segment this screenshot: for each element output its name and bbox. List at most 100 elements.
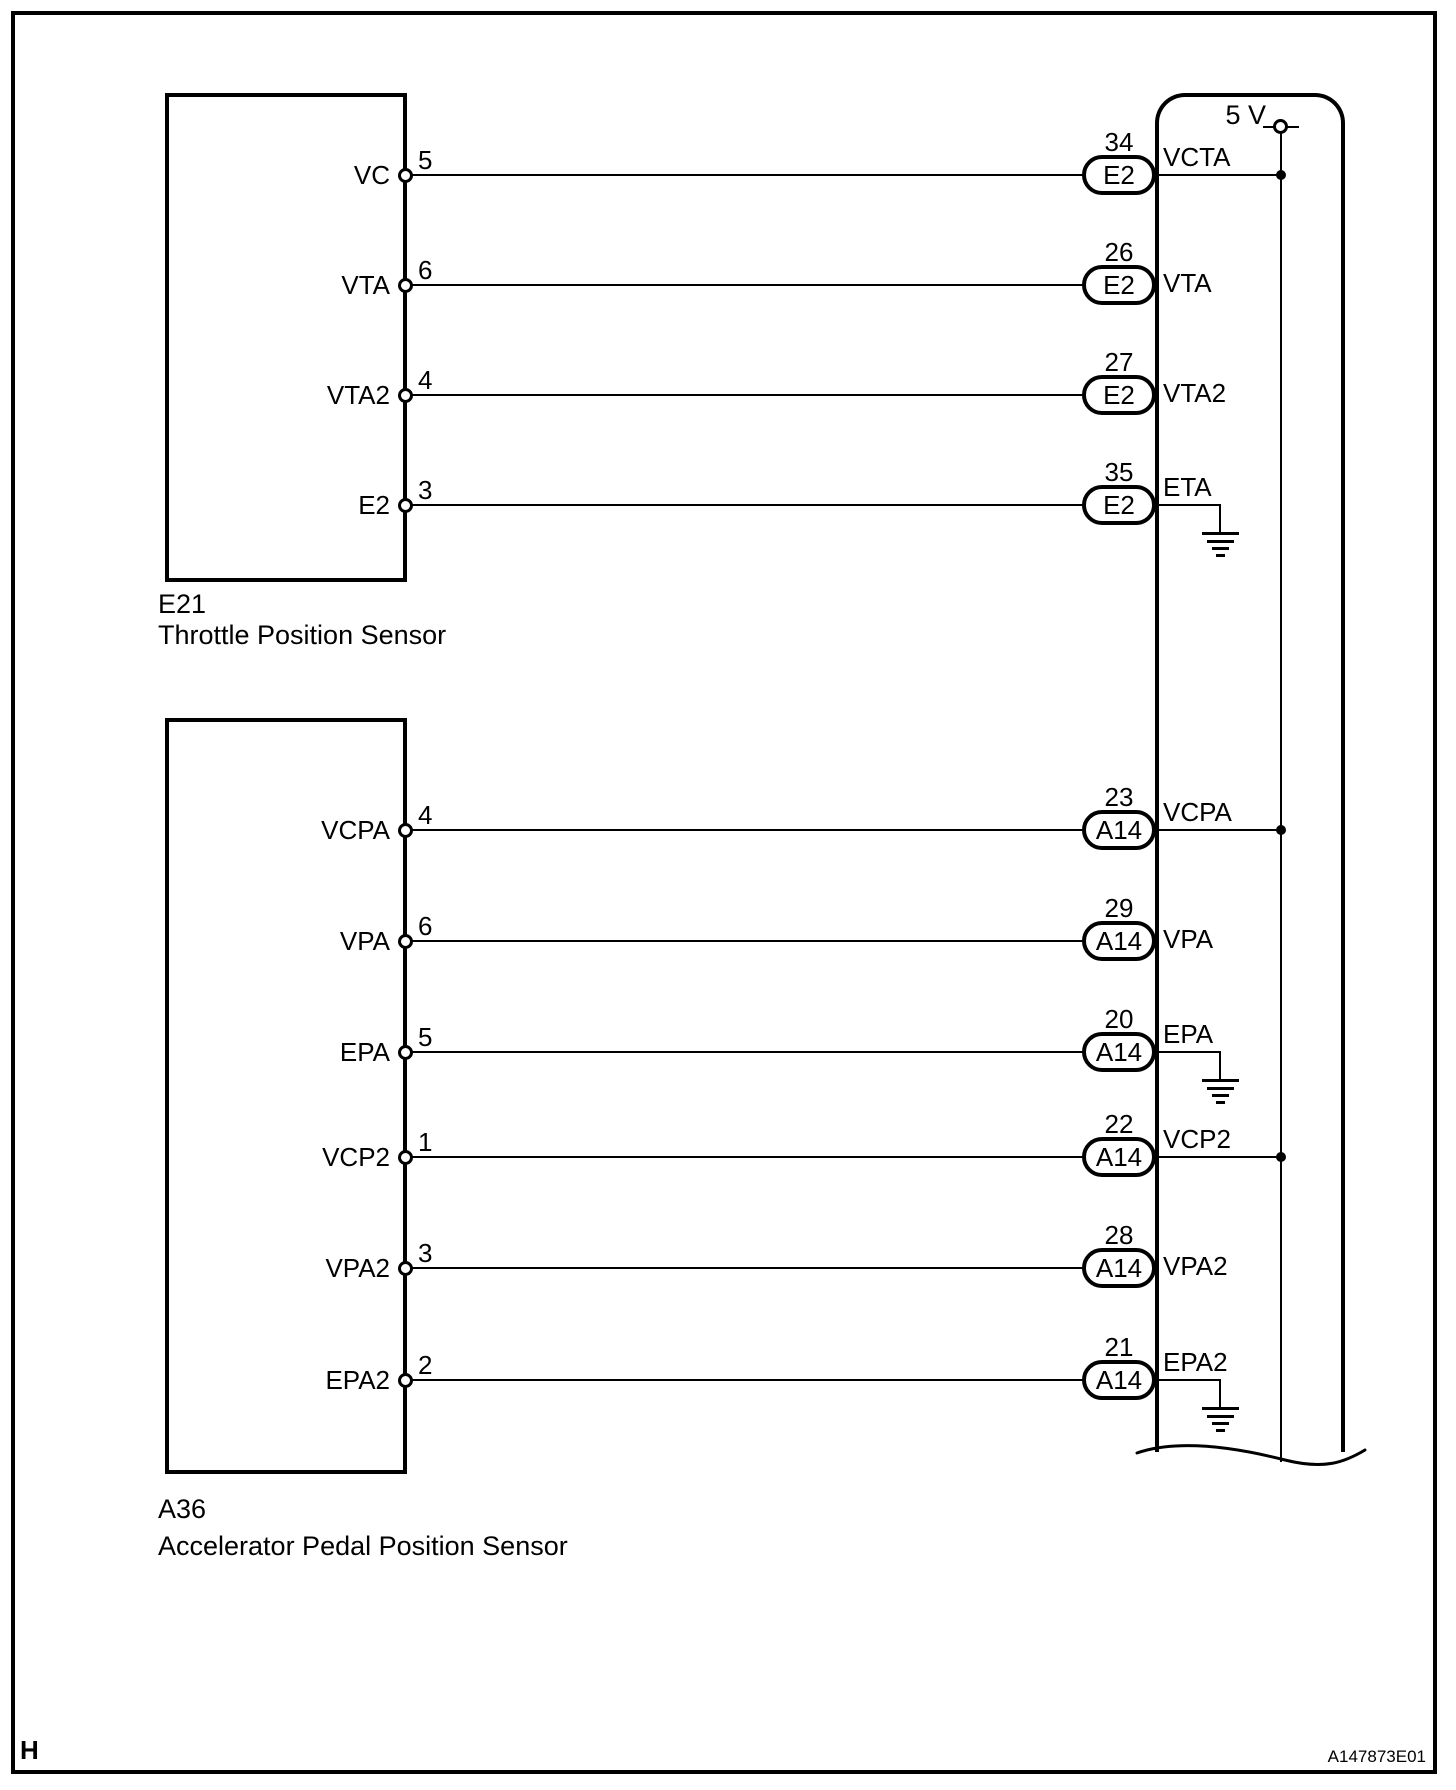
ecm-to-rail-wire	[1157, 174, 1281, 176]
ecm-box	[1155, 93, 1345, 1452]
ecm-connector-pill: A14	[1082, 1248, 1156, 1288]
ecm-signal-label: VPA	[1163, 924, 1214, 954]
sensor-pin-wire	[405, 1267, 1123, 1269]
ecm-pin-number: 23	[1104, 782, 1134, 812]
sensor-pin-label: EPA2	[325, 1365, 390, 1395]
ecm-pin-number: 35	[1104, 457, 1134, 487]
ecm-pin-number: 27	[1104, 347, 1134, 377]
sensor-pin-wire	[405, 504, 1123, 506]
wiring-row: 3 E2 35 E2 ETA	[0, 445, 1456, 565]
ground-icon	[1157, 1379, 1241, 1435]
junction-dot	[1276, 825, 1286, 835]
ecm-connector-pill: A14	[1082, 1360, 1156, 1400]
sensor-pin-circle	[398, 168, 413, 183]
sensor-pin-circle	[398, 388, 413, 403]
sensor-pin-number: 3	[418, 1238, 433, 1268]
wiring-row: 5 VC 34 E2 VCTA	[0, 115, 1456, 235]
ecm-signal-label: VTA2	[1163, 378, 1227, 408]
sensor-box-e21	[165, 93, 407, 582]
sensor-pin-label: VCPA	[321, 815, 390, 845]
ecm-to-rail-wire	[1157, 829, 1281, 831]
ecm-signal-label: EPA	[1163, 1019, 1214, 1049]
sensor-pin-circle	[398, 278, 413, 293]
ecm-signal-label: VPA2	[1163, 1251, 1228, 1281]
ecm-connector-label: E2	[1103, 490, 1135, 520]
sensor-pin-number: 6	[418, 911, 433, 941]
sensor-pin-label: VTA2	[326, 380, 390, 410]
footer-page-letter: H	[20, 1735, 39, 1765]
wiring-row: 3 VPA2 28 A14 VPA2	[0, 1208, 1456, 1328]
ecm-connector-label: E2	[1103, 380, 1135, 410]
ecm-connector-pill: E2	[1082, 485, 1156, 525]
sensor-pin-label: VTA	[341, 270, 390, 300]
sensor-pin-wire	[405, 394, 1123, 396]
sensor-pin-circle	[398, 934, 413, 949]
sensor-pin-label: VPA	[339, 926, 390, 956]
ecm-to-rail-wire	[1157, 1156, 1281, 1158]
ecm-pin-number: 20	[1104, 1004, 1134, 1034]
sensor-code-e21: E21	[158, 589, 207, 619]
ecm-pin-number: 34	[1104, 127, 1134, 157]
sensor-pin-number: 6	[418, 255, 433, 285]
wiring-row: 4 VCPA 23 A14 VCPA	[0, 770, 1456, 890]
sensor-pin-wire	[405, 1379, 1123, 1381]
sensor-pin-number: 5	[418, 1022, 433, 1052]
ecm-connector-label: E2	[1103, 270, 1135, 300]
sensor-pin-wire	[405, 284, 1123, 286]
sensor-pin-number: 3	[418, 475, 433, 505]
ecm-connector-pill: A14	[1082, 921, 1156, 961]
sensor-pin-wire	[405, 1051, 1123, 1053]
ecm-pin-number: 29	[1104, 893, 1134, 923]
junction-dot	[1276, 170, 1286, 180]
ecm-connector-pill: E2	[1082, 375, 1156, 415]
sensor-pin-number: 1	[418, 1127, 433, 1157]
ecm-connector-pill: E2	[1082, 265, 1156, 305]
sensor-pin-label: VPA2	[325, 1253, 390, 1283]
ecm-signal-label: VTA	[1163, 268, 1212, 298]
sensor-pin-wire	[405, 1156, 1123, 1158]
sensor-code-a36: A36	[158, 1494, 207, 1524]
ecm-connector-label: A14	[1095, 926, 1143, 956]
ecm-connector-label: A14	[1095, 815, 1143, 845]
ecm-connector-label: E2	[1103, 160, 1135, 190]
sensor-pin-label: VC	[353, 160, 390, 190]
sensor-pin-number: 4	[418, 800, 433, 830]
ground-icon	[1157, 1051, 1241, 1107]
ecm-connector-pill: A14	[1082, 810, 1156, 850]
sensor-pin-label: VCP2	[322, 1142, 390, 1172]
sensor-pin-wire	[405, 174, 1123, 176]
sensor-box-a36	[165, 718, 407, 1474]
sensor-name-e21: Throttle Position Sensor	[158, 620, 447, 650]
wiring-row: 6 VPA 29 A14 VPA	[0, 881, 1456, 1001]
sensor-pin-circle	[398, 498, 413, 513]
figure-code: A147873E01	[1327, 1747, 1426, 1766]
ecm-connector-pill: A14	[1082, 1032, 1156, 1072]
ecm-connector-label: A14	[1095, 1253, 1143, 1283]
power-terminal-circle	[1273, 119, 1288, 134]
ground-icon	[1157, 504, 1241, 560]
sensor-pin-circle	[398, 1045, 413, 1060]
ecm-pin-number: 22	[1104, 1109, 1134, 1139]
ecm-signal-label: VCP2	[1163, 1124, 1231, 1154]
ecm-connector-pill: A14	[1082, 1137, 1156, 1177]
sensor-pin-number: 5	[418, 145, 433, 175]
ecm-connector-label: A14	[1095, 1142, 1143, 1172]
wiring-row: 5 EPA 20 A14 EPA	[0, 992, 1456, 1112]
ecm-pin-number: 21	[1104, 1332, 1134, 1362]
ecm-signal-label: VCTA	[1163, 142, 1231, 172]
ecm-connector-pill: E2	[1082, 155, 1156, 195]
ecm-signal-label: ETA	[1163, 472, 1212, 502]
5v-rail-wire	[1280, 133, 1282, 1462]
sensor-pin-wire	[405, 829, 1123, 831]
ecm-signal-label: VCPA	[1163, 797, 1232, 827]
sensor-pin-number: 2	[418, 1350, 433, 1380]
ecm-connector-label: A14	[1095, 1365, 1143, 1395]
junction-dot	[1276, 1152, 1286, 1162]
wiring-row: 2 EPA2 21 A14 EPA2	[0, 1320, 1456, 1440]
page-border	[11, 11, 1437, 1774]
sensor-name-a36: Accelerator Pedal Position Sensor	[158, 1531, 568, 1561]
wiring-row: 1 VCP2 22 A14 VCP2	[0, 1097, 1456, 1217]
sensor-pin-number: 4	[418, 365, 433, 395]
wiring-row: 4 VTA2 27 E2 VTA2	[0, 335, 1456, 455]
